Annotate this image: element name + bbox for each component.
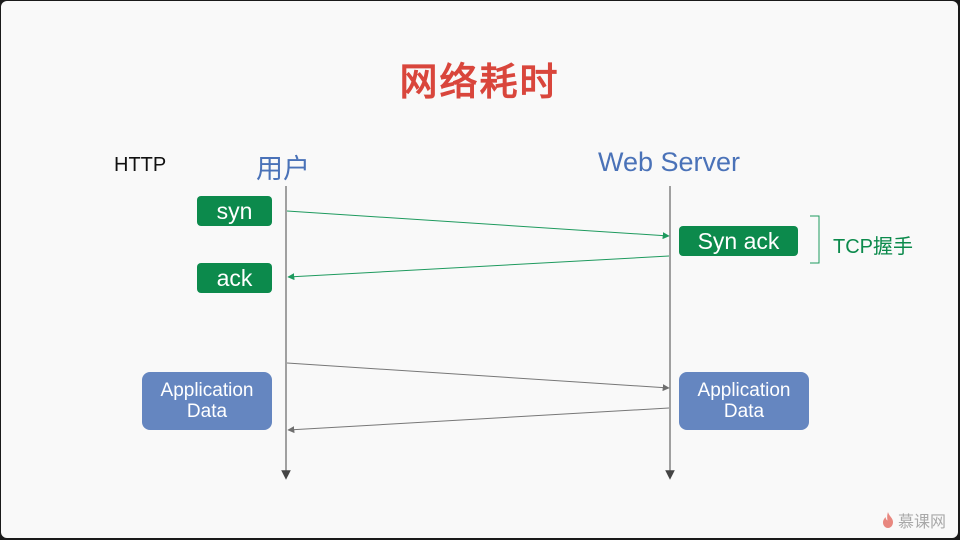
server-application-data-box: Application Data [679,372,809,430]
page-title: 网络耗时 [399,60,560,104]
response-data-arrow [287,407,670,434]
actor-server-label: Web Server [598,147,741,177]
ack-arrow [287,255,670,281]
syn-ack-box: Syn ack [679,226,798,256]
request-data-arrow [286,362,670,392]
syn-arrow [286,210,670,240]
ack-box: ack [197,263,272,293]
protocol-label: HTTP [114,154,167,176]
actor-client-label: 用户 [256,154,310,184]
flame-icon [882,512,893,528]
client-application-data-box: Application Data [142,372,272,430]
syn-box: syn [197,196,272,226]
watermark: 慕课网 [882,508,946,532]
watermark-text: 慕课网 [897,512,946,531]
handshake-bracket [810,215,820,264]
tcp-handshake-label: TCP握手 [833,236,913,258]
